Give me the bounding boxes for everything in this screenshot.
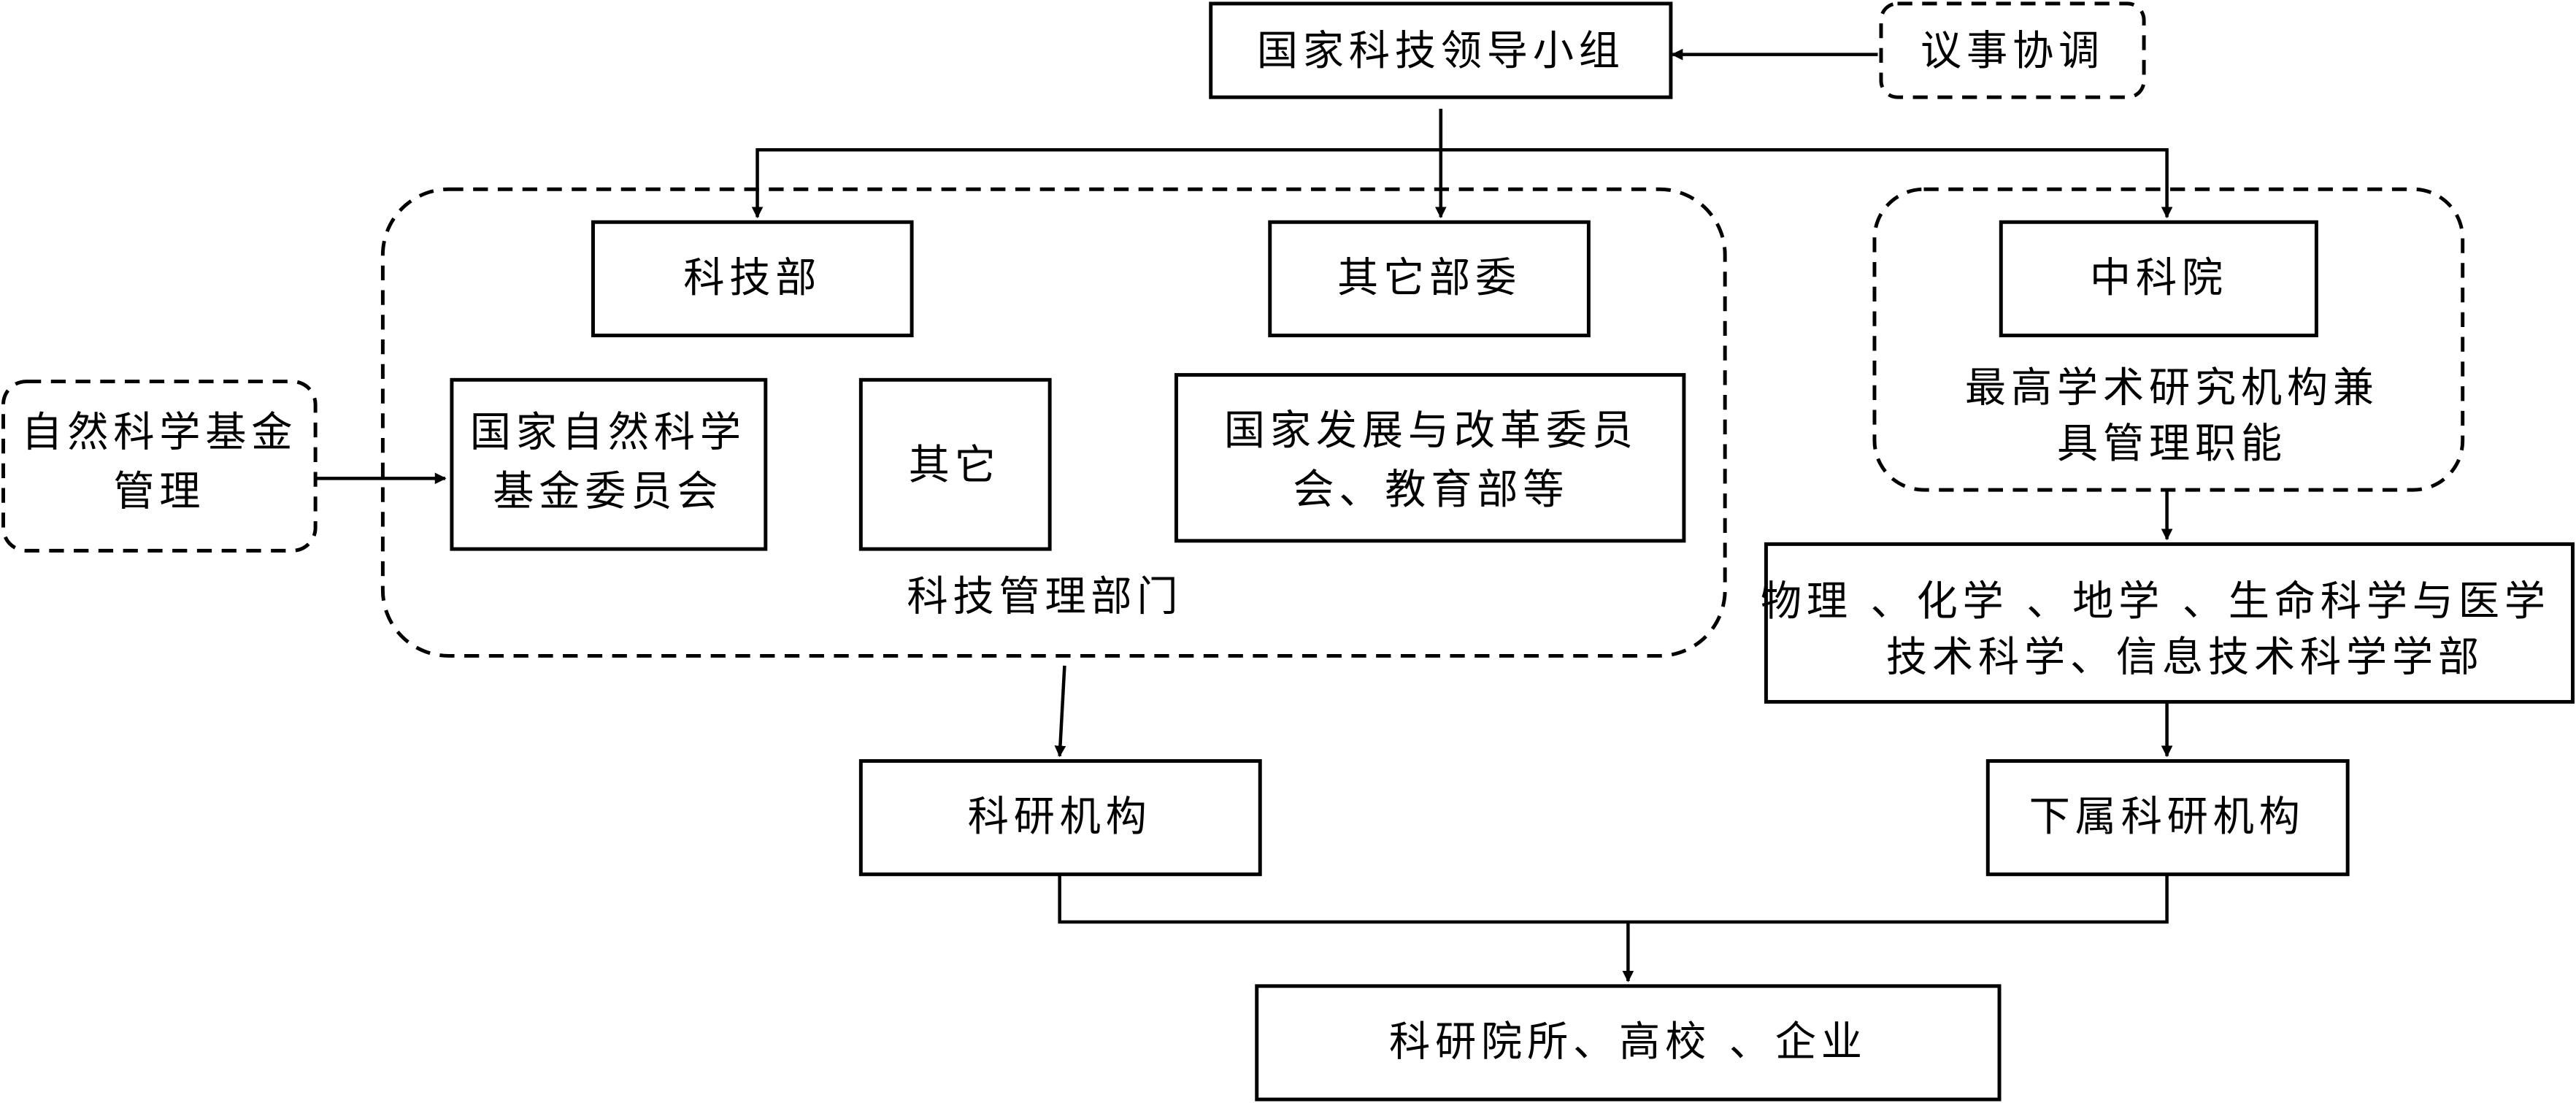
node-cas-divisions: 物理 、化学 、地学 、生命科学与医学 技术科学、信息技术科学学部 (1761, 542, 2575, 704)
node-cas-role-line-1: 最高学术研究机构兼 (1965, 364, 2379, 412)
node-cas: 中科院 (1999, 220, 2318, 338)
node-coordination-label: 议事协调 (1921, 28, 2104, 75)
node-cas-role: 最高学术研究机构兼 具管理职能 (1965, 364, 2379, 468)
node-affiliated-institutes: 下属科研机构 (1985, 758, 2350, 877)
node-other-ministries-label: 其它部委 (1337, 254, 1521, 301)
node-others: 其它 (858, 377, 1052, 551)
connector-institutes-merge (1058, 876, 2169, 924)
node-cas-role-line-2: 具管理职能 (2057, 420, 2287, 468)
node-research-institutes-label: 科研机构 (968, 793, 1152, 840)
st-management-dept-frame (380, 187, 1727, 658)
node-ndrc-moe: 国家发展与改革委员 会、教育部等 (1174, 373, 1686, 543)
node-nsfc-line-1: 国家自然科学 (470, 409, 746, 456)
node-most-label: 科技部 (683, 254, 821, 301)
node-most: 科技部 (591, 220, 914, 338)
node-coordination: 议事协调 (1879, 1, 2146, 99)
node-others-label: 其它 (909, 442, 1001, 489)
node-research-institutes: 科研机构 (858, 758, 1262, 877)
st-management-dept-label: 科技管理部门 (907, 573, 1183, 620)
node-final: 科研院所、高校 、企业 (1255, 984, 2002, 1102)
connector-group-to-most (751, 108, 1443, 219)
node-cas-label: 中科院 (2090, 254, 2228, 301)
node-final-label: 科研院所、高校 、企业 (1389, 1018, 1867, 1066)
connector-dept-to-research-institutes (1054, 665, 1066, 758)
node-cas-divisions-line-1: 物理 、化学 、地学 、生命科学与医学 (1761, 578, 2550, 626)
node-ndrc-moe-line-2: 会、教育部等 (1293, 466, 1569, 514)
node-nsf-management-line-2: 管理 (113, 468, 205, 515)
node-affiliated-institutes-label: 下属科研机构 (2029, 793, 2305, 840)
node-leading-group: 国家科技领导小组 (1209, 1, 1673, 99)
node-nsf-management: 自然科学基金 管理 (1, 380, 318, 553)
node-leading-group-label: 国家科技领导小组 (1257, 28, 1625, 75)
node-nsf-management-line-1: 自然科学基金 (21, 409, 297, 456)
node-cas-divisions-line-2: 技术科学、信息技术科学学部 (1886, 634, 2484, 681)
connector-group-to-cas (1440, 147, 2173, 219)
node-nsfc-line-2: 基金委员会 (493, 468, 723, 515)
node-other-ministries: 其它部委 (1268, 220, 1591, 338)
node-ndrc-moe-line-1: 国家发展与改革委员 (1224, 407, 1638, 455)
node-nsfc: 国家自然科学 基金委员会 (450, 377, 768, 551)
